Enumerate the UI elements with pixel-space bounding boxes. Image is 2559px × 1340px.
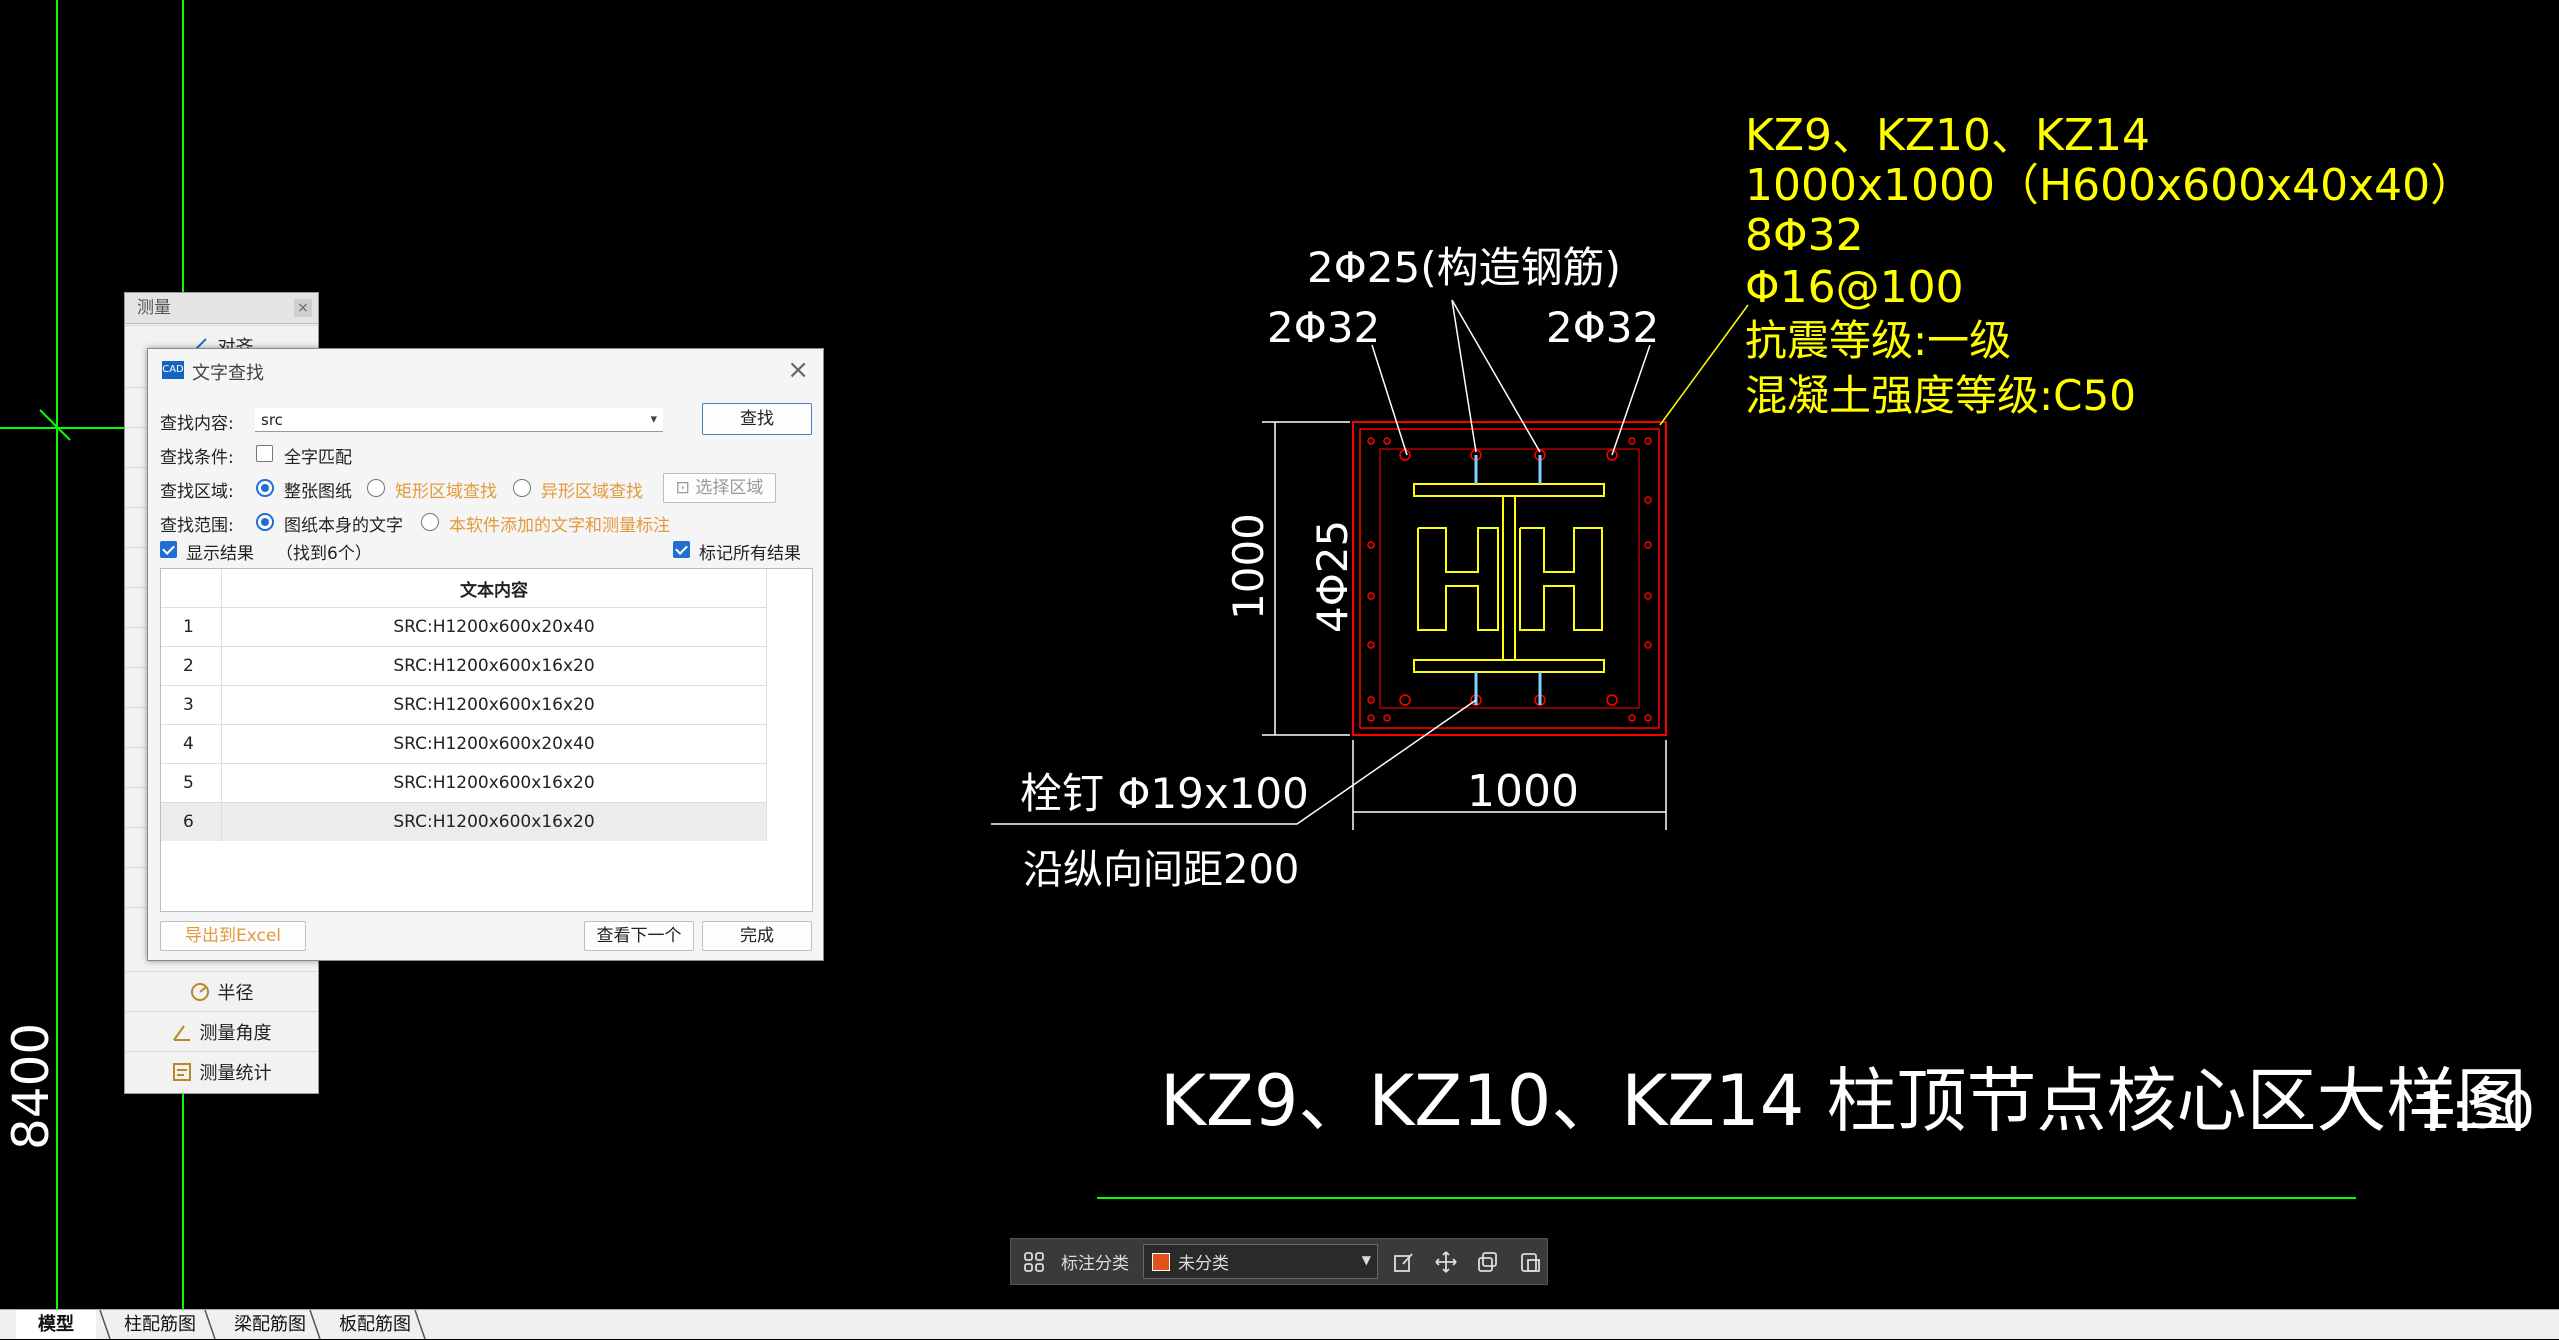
stirrup-outer (1359, 428, 1660, 729)
tab-slab-rebar[interactable]: 板配筋图 (339, 1314, 411, 1335)
show-results-label: 显示结果 (186, 544, 254, 564)
area-rect-label: 矩形区域查找 (395, 482, 497, 502)
rebar-label-2phi25: 2Φ25(构造钢筋) (1307, 243, 1621, 292)
stirrup-inner (1379, 448, 1640, 709)
select-area-icon: ⊡ (675, 478, 690, 498)
dialog-titlebar[interactable]: CAD 文字查找 × (148, 349, 823, 391)
full-match-label: 全字匹配 (284, 448, 352, 468)
range-software-radio[interactable] (421, 513, 439, 531)
drawing-scale: 1:50 (2418, 1081, 2535, 1141)
header-line-1: KZ9、KZ10、KZ14 (1745, 110, 2150, 161)
header-line-5: 抗震等级:一级 (1745, 316, 2011, 365)
search-button[interactable]: 查找 (702, 403, 812, 435)
tab-model[interactable]: 模型 (16, 1310, 96, 1339)
studs (1474, 455, 1542, 705)
column-outline (1352, 421, 1667, 736)
angle-icon (172, 1025, 190, 1041)
paste-icon[interactable] (1519, 1251, 1541, 1273)
table-header-row: 文本内容 (161, 569, 767, 608)
tab-column-rebar[interactable]: 柱配筋图 (124, 1314, 196, 1335)
header-line-3: 8Φ32 (1745, 210, 1864, 261)
move-icon[interactable] (1435, 1251, 1457, 1273)
stats-icon (172, 1063, 191, 1081)
leader-lines (991, 299, 1667, 830)
full-match-checkbox[interactable] (256, 445, 273, 462)
area-rect-radio[interactable] (367, 479, 385, 497)
grid-tick (39, 409, 71, 441)
radius-icon (190, 983, 209, 1001)
area-irregular-label: 异形区域查找 (541, 482, 643, 502)
measure-panel-close-button[interactable]: × (294, 299, 312, 317)
export-excel-button[interactable]: 导出到Excel (160, 921, 306, 951)
dialog-title: 文字查找 (192, 363, 264, 384)
chevron-down-icon: ▼ (1361, 1253, 1371, 1267)
range-drawing-label: 图纸本身的文字 (284, 516, 403, 536)
mark-all-label: 标记所有结果 (699, 544, 801, 564)
measure-panel-title: 测量 (137, 298, 171, 318)
rebar-label-2phi32-left: 2Φ32 (1267, 303, 1380, 352)
annotation-toolbar[interactable]: 标注分类 未分类 ▼ (1010, 1238, 1548, 1285)
copy-icon[interactable] (1477, 1251, 1499, 1273)
drawing-title: KZ9、KZ10、KZ14 柱顶节点核心区大样图 (1160, 1060, 2527, 1142)
header-line-2: 1000x1000（H600x600x40x40） (1745, 160, 2474, 211)
tab-beam-rebar[interactable]: 梁配筋图 (234, 1314, 306, 1335)
measure-item-angle[interactable]: 测量角度 (125, 1011, 318, 1052)
dim-vertical: 1000 (1224, 513, 1273, 620)
category-color-swatch (1152, 1252, 1170, 1271)
dim-horizontal: 1000 (1467, 766, 1579, 817)
category-select[interactable]: 未分类 ▼ (1143, 1244, 1378, 1279)
mark-all-checkbox[interactable] (673, 541, 690, 558)
edit-icon[interactable] (1393, 1251, 1415, 1273)
layout-tab-bar: 模型 柱配筋图 梁配筋图 板配筋图 (0, 1309, 2559, 1340)
rebar-label-2phi32-right: 2Φ32 (1546, 303, 1659, 352)
header-line-6: 混凝土强度等级:C50 (1745, 371, 2136, 420)
app-logo-icon: CAD (162, 361, 184, 379)
select-area-button[interactable]: ⊡ 选择区域 (663, 473, 776, 503)
area-irregular-radio[interactable] (513, 479, 531, 497)
area-label: 查找区域: (160, 482, 234, 502)
leader-header (1659, 304, 1749, 426)
category-value: 未分类 (1178, 1254, 1229, 1274)
measure-panel-header: 测量 × (125, 293, 318, 324)
search-input[interactable]: src ▾ (255, 408, 663, 432)
next-result-button[interactable]: 查看下一个 (584, 921, 694, 951)
steel-section (1413, 483, 1605, 673)
stud-spacing-label: 沿纵向间距200 (1023, 847, 1299, 893)
dialog-close-button[interactable]: × (787, 355, 809, 385)
grid-icon[interactable] (1023, 1251, 1045, 1273)
found-count: （找到6个） (276, 544, 372, 564)
rebar-label-4phi25: 4Φ25 (1308, 520, 1357, 633)
area-whole-radio[interactable] (256, 479, 274, 497)
range-label: 查找范围: (160, 516, 234, 536)
header-line-4: Φ16@100 (1745, 262, 1964, 313)
range-software-label: 本软件添加的文字和测量标注 (449, 516, 670, 536)
measure-item-radius[interactable]: 半径 (125, 971, 318, 1012)
tab-separators (99, 1310, 426, 1340)
measure-item-stats[interactable]: 测量统计 (125, 1051, 318, 1092)
range-drawing-radio[interactable] (256, 513, 274, 531)
search-label: 查找内容: (160, 414, 234, 434)
table-header-text: 文本内容 (221, 569, 767, 608)
condition-label: 查找条件: (160, 448, 234, 468)
category-label: 标注分类 (1061, 1254, 1129, 1274)
text-find-dialog[interactable]: CAD 文字查找 × 查找内容: src ▾ 查找 查找条件: 全字匹配 查找区… (147, 348, 824, 961)
done-button[interactable]: 完成 (702, 921, 812, 951)
left-dimension: 8400 (2, 1023, 60, 1150)
chevron-down-icon[interactable]: ▾ (650, 412, 657, 427)
show-results-checkbox[interactable] (160, 541, 177, 558)
stud-label: 栓钉 Φ19x100 (1020, 769, 1309, 818)
rebar-dots (1367, 437, 1652, 722)
area-whole-label: 整张图纸 (284, 482, 352, 502)
